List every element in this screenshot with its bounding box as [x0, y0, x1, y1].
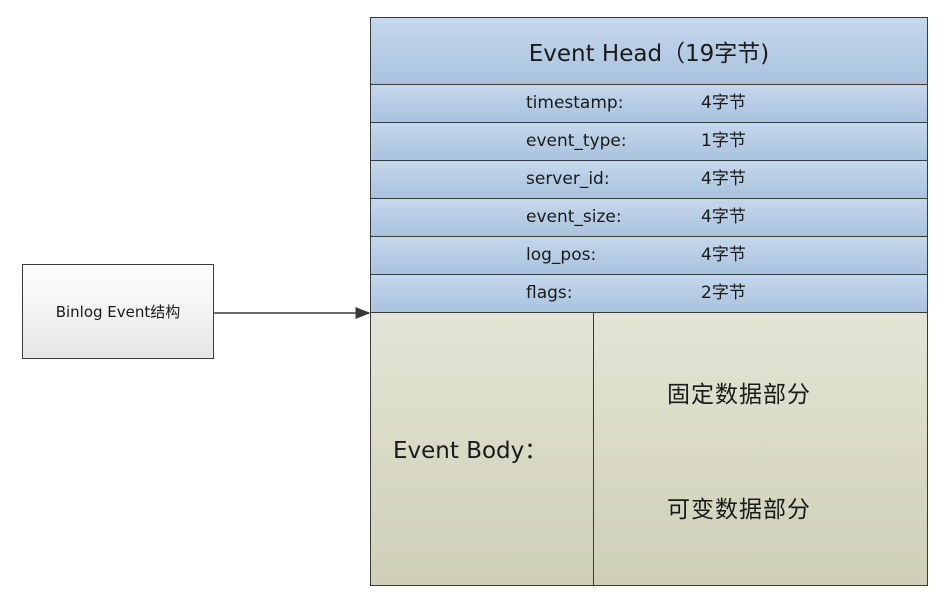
field-row-event-size: event_size: 4字节: [371, 199, 927, 237]
body-divider: [593, 313, 594, 585]
field-name: event_size:: [526, 207, 622, 227]
field-size: 2字节: [701, 283, 746, 303]
variable-data-part: 可变数据部分: [667, 497, 811, 523]
field-row-event-type: event_type: 1字节: [371, 123, 927, 161]
field-size: 4字节: [701, 93, 746, 113]
event-head-block: Event Head（19字节) timestamp: 4字节 event_ty…: [370, 17, 928, 313]
field-name: log_pos:: [526, 245, 597, 265]
field-row-log-pos: log_pos: 4字节: [371, 237, 927, 275]
field-size: 4字节: [701, 207, 746, 227]
field-row-timestamp: timestamp: 4字节: [371, 85, 927, 123]
binlog-event-node: Binlog Event结构: [22, 264, 214, 359]
field-row-server-id: server_id: 4字节: [371, 161, 927, 199]
field-name: server_id:: [526, 169, 610, 189]
field-size: 4字节: [701, 169, 746, 189]
binlog-event-label: Binlog Event结构: [55, 303, 181, 321]
field-name: timestamp:: [526, 93, 624, 113]
field-name: flags:: [526, 283, 573, 303]
event-head-title: Event Head（19字节): [371, 18, 927, 85]
event-body-label: Event Body：: [393, 438, 548, 464]
field-name: event_type:: [526, 131, 627, 151]
field-row-flags: flags: 2字节: [371, 275, 927, 313]
fixed-data-part: 固定数据部分: [667, 382, 811, 408]
field-size: 1字节: [701, 131, 746, 151]
event-body-block: Event Body： 固定数据部分 可变数据部分: [370, 312, 928, 586]
field-size: 4字节: [701, 245, 746, 265]
